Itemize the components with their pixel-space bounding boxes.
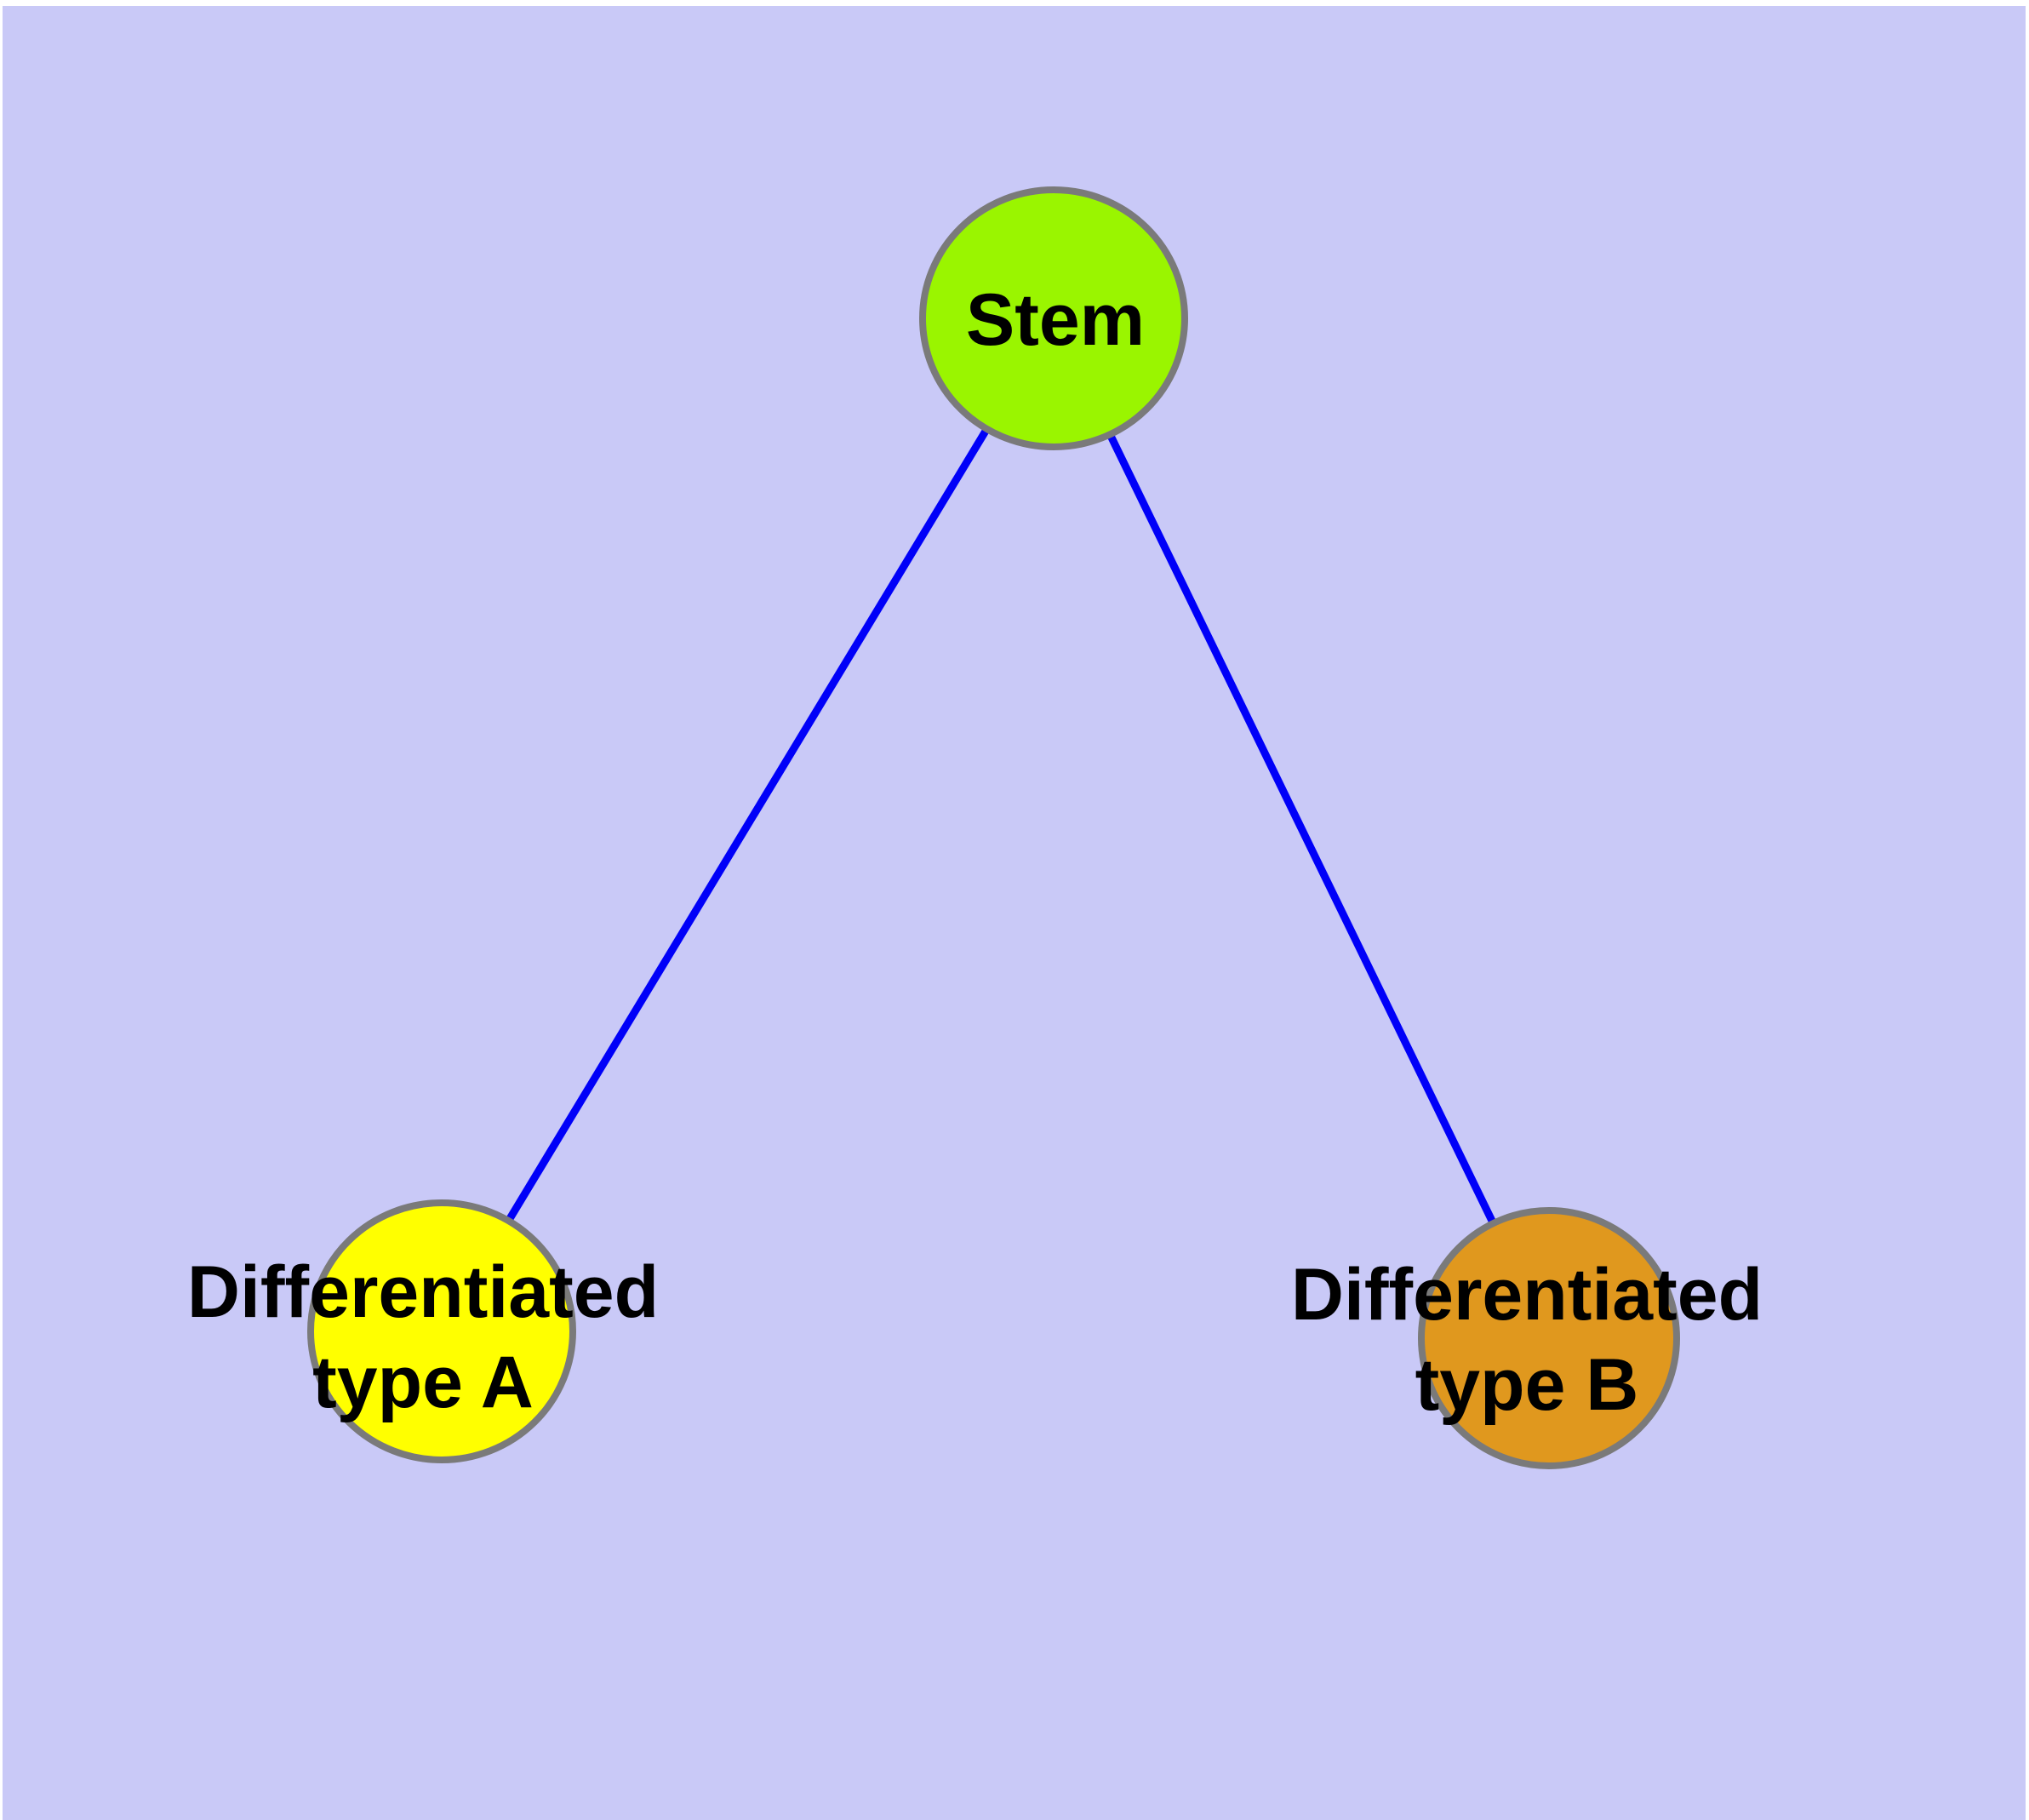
node-stem-label: Stem — [966, 279, 1145, 361]
edge-stem-to-type-a — [438, 316, 1057, 1334]
node-type-b-label-line1: Differentiated — [1291, 1254, 1763, 1336]
node-differentiated-type-a — [307, 1199, 576, 1463]
edge-stem-to-type-b — [1049, 317, 1553, 1340]
node-type-a-label-line2: type A — [312, 1342, 534, 1423]
node-differentiated-type-b — [1418, 1207, 1680, 1469]
node-type-b-label-line2: type B — [1415, 1344, 1639, 1426]
node-layer — [307, 186, 1680, 1469]
label-layer: Stem Differentiated type A Differentiate… — [187, 279, 1763, 1426]
node-type-a-label-line1: Differentiated — [187, 1251, 659, 1333]
node-stem — [919, 186, 1188, 450]
edge-layer — [438, 316, 1553, 1340]
